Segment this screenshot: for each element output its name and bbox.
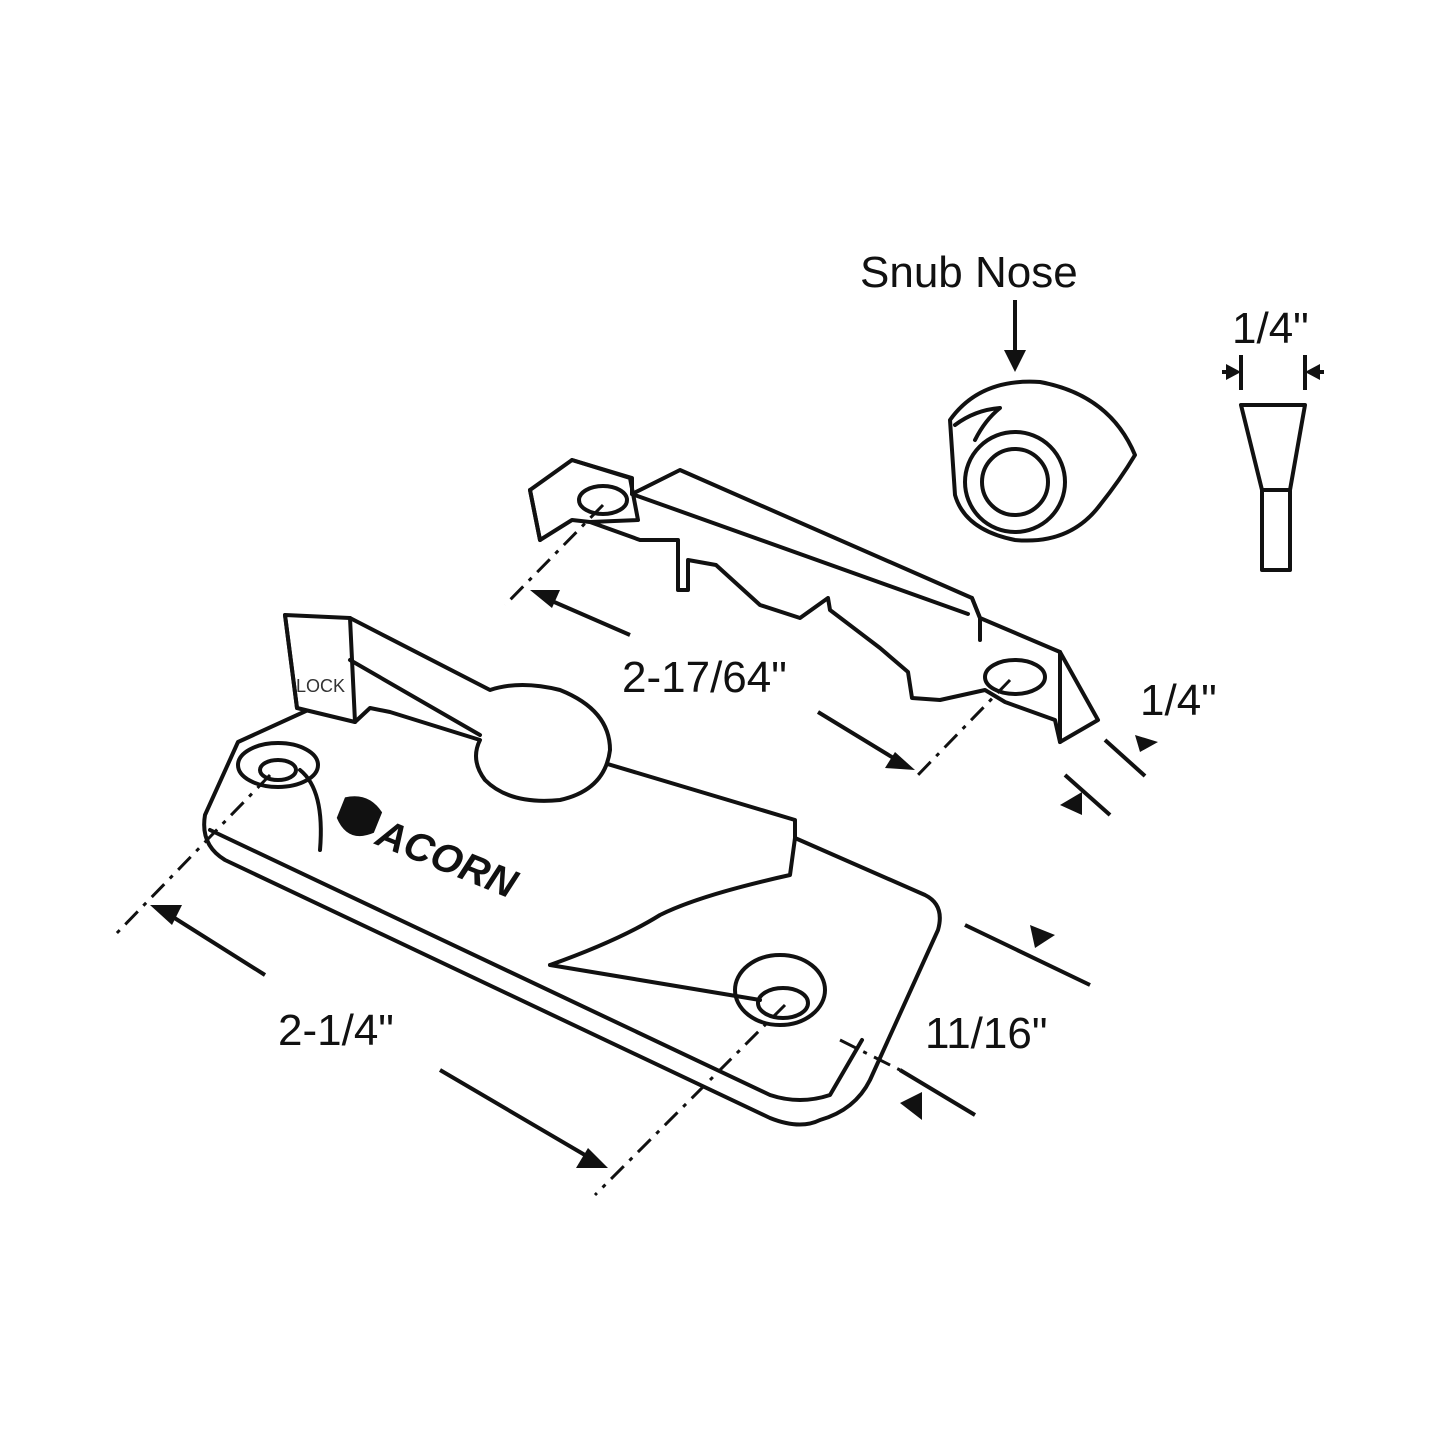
- keeper-length-label: 2-17/64": [622, 653, 787, 702]
- sash-lock: LOCK: [202, 613, 942, 1127]
- snub-nose-label: Snub Nose: [860, 248, 1078, 297]
- keeper-length-dimension: [530, 590, 915, 770]
- snub-nose-cam: [948, 379, 1137, 543]
- keeper-height-label: 1/4": [1140, 676, 1217, 725]
- lock-centerline-right: [593, 1003, 787, 1197]
- lock-length-dimension: [150, 905, 608, 1168]
- nose-side-profile: [1222, 355, 1324, 572]
- lock-length-label: 2-1/4": [278, 1006, 394, 1055]
- keeper-centerline-left: [503, 503, 605, 607]
- keeper-height-dimension: [1060, 735, 1158, 817]
- lock-width-dimension: [839, 923, 1091, 1120]
- lock-width-label: 11/16": [925, 1009, 1047, 1058]
- nose-width-label: 1/4": [1232, 304, 1309, 353]
- keeper: [528, 458, 1100, 744]
- lock-marking: LOCK: [296, 676, 345, 696]
- snub-nose-arrow-icon: [1004, 300, 1026, 372]
